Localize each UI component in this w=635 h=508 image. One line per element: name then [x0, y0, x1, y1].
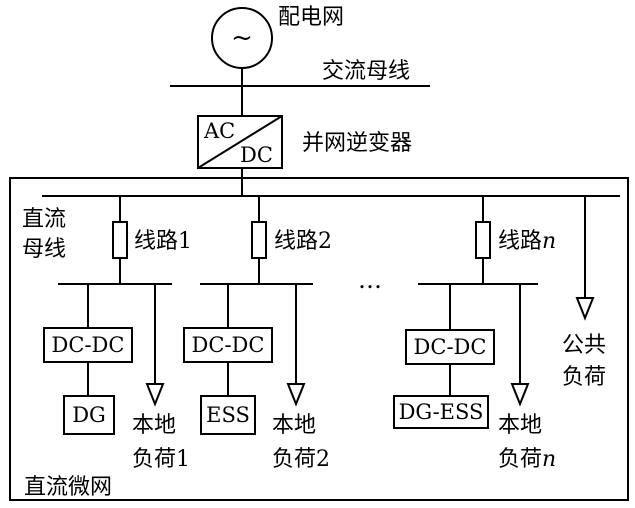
- feeder-n-converter-label: DC-DC: [414, 335, 487, 359]
- feeder-1-source-label: DG: [72, 403, 106, 427]
- feeder-n-line-label: 线路n: [498, 229, 556, 254]
- feeder-n-load-label-line1: 本地: [498, 413, 542, 438]
- feeder-1-line-impedance: [112, 221, 128, 259]
- public-load-label-line2: 负荷: [562, 365, 606, 390]
- inverter-label: 并网逆变器: [302, 131, 412, 156]
- public-load-arrow: [575, 297, 595, 321]
- feeder-1-converter-label: DC-DC: [52, 333, 125, 357]
- feeder-n-source-box: [393, 395, 489, 429]
- feeder-2-source-box: [200, 395, 256, 435]
- feeder-1-load-label-line2: 负荷1: [132, 447, 190, 472]
- ac-source-tilde: ~: [231, 23, 253, 53]
- feeder-n-load-arrow: [510, 383, 530, 407]
- grid-label: 配电网: [278, 5, 344, 30]
- feeder-2-load-label-line1: 本地: [272, 413, 316, 438]
- feeder-1-load-arrow: [145, 383, 165, 407]
- inverter-dc-text: DC: [240, 143, 273, 167]
- inverter-diagonal: [197, 115, 283, 169]
- feeder-n-load-label-line2: 负荷n: [498, 447, 556, 472]
- feeder-n-line-impedance: [475, 221, 491, 259]
- feeder-2-line-label: 线路2: [274, 229, 332, 254]
- inverter-box: [197, 115, 283, 169]
- feeder-2-converter-label: DC-DC: [192, 333, 265, 357]
- public-load-label-line1: 公共: [562, 333, 606, 358]
- ac-bus-label: 交流母线: [322, 59, 410, 84]
- microgrid-boundary: [9, 177, 629, 501]
- feeder-2-load-arrow: [286, 383, 306, 407]
- feeder-1-source-box: [63, 395, 115, 435]
- feeder-2-load-label-line2: 负荷2: [272, 447, 330, 472]
- ellipsis: …: [358, 266, 382, 294]
- feeder-2-line-impedance: [251, 221, 267, 259]
- feeder-1-load-label-line1: 本地: [132, 413, 176, 438]
- microgrid-label: 直流微网: [24, 475, 112, 500]
- feeder-1-line-label: 线路1: [134, 229, 192, 254]
- feeder-2-source-label: ESS: [206, 403, 250, 427]
- dc-bus-label-line2: 母线: [22, 237, 66, 262]
- inverter-ac-text: AC: [203, 119, 235, 143]
- feeder-n-source-label: DG-ESS: [399, 400, 484, 424]
- dc-bus-label-line1: 直流: [22, 207, 66, 232]
